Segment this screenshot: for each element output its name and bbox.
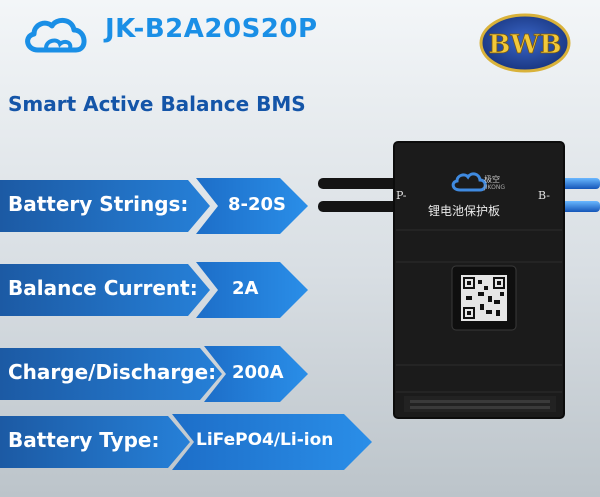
spec-label: Battery Type: (8, 428, 160, 452)
svg-text:BWB: BWB (488, 30, 561, 60)
spec-label: Balance Current: (8, 276, 198, 300)
model-title: JK-B2A20S20P (105, 14, 318, 44)
spec-value: 8-20S (228, 194, 287, 215)
spec-value: LiFePO4/Li-ion (196, 430, 334, 450)
spec-label-bar (0, 180, 210, 232)
header: JK-B2A20S20P BWB (0, 0, 600, 80)
spec-row-charge-discharge: Charge/Discharge: 200A (0, 346, 380, 402)
spec-value: 200A (232, 362, 284, 383)
cloud-icon (25, 18, 87, 53)
spec-label-bar (0, 416, 190, 468)
bms-device-image (318, 141, 600, 419)
device-logo-cn: 极空 (484, 175, 500, 184)
device-terminal-b-minus: B- (538, 189, 551, 202)
spec-row-balance-current: Balance Current: 2A (0, 262, 380, 318)
spec-label-bar (0, 264, 210, 316)
spec-value: 2A (232, 278, 259, 299)
product-subtitle: Smart Active Balance BMS (8, 92, 306, 116)
device-terminal-p-minus: P- (396, 189, 407, 202)
device-title-cn: 锂电池保护板 (428, 204, 501, 218)
bwb-brand-logo: BWB (479, 13, 571, 73)
spec-value-bar (172, 414, 372, 470)
spec-label: Battery Strings: (8, 192, 189, 216)
spec-label-bar (0, 348, 222, 400)
spec-label: Charge/Discharge: (8, 360, 217, 384)
spec-row-battery-type: Battery Type: LiFePO4/Li-ion (0, 414, 380, 470)
device-logo-en: JIKONG (484, 184, 506, 191)
spec-row-battery-strings: Battery Strings: 8-20S (0, 178, 380, 234)
